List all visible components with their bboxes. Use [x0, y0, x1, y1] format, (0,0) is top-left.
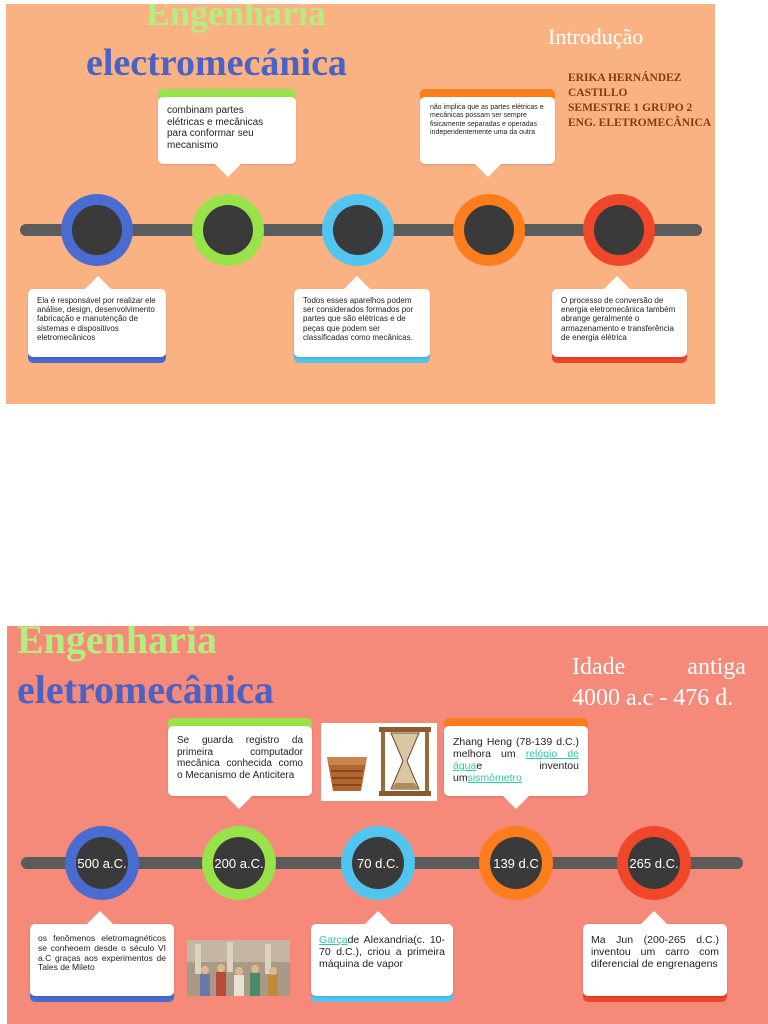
card-pointer	[604, 276, 630, 289]
slide-title-line2: electromecánica	[86, 42, 347, 84]
node-label: 500 a.C.	[76, 837, 128, 889]
period-range: 4000 a.c - 476 d.	[572, 685, 734, 711]
period-name: Idade antiga	[572, 654, 746, 680]
info-card-text: Ela é responsável por realizar ele análi…	[37, 296, 156, 342]
heron-link[interactable]: Garça	[319, 934, 348, 946]
author-name: ERIKA HERNÁNDEZ CASTILLO	[568, 72, 682, 99]
card-text: e inventou um	[453, 760, 579, 785]
info-card-bottom-2: Todos esses aparelhos podem ser consider…	[294, 289, 430, 357]
seismometer-link[interactable]: sismômetro	[467, 772, 522, 785]
timeline-node-500ac: 500 a.C.	[65, 826, 139, 900]
card-pointer	[215, 164, 241, 177]
card-pointer	[344, 276, 370, 289]
info-card-top-1: Se guarda registro da primeira computado…	[168, 726, 312, 796]
info-card-text: Ma Jun (200-265 d.C.) inventou um carro …	[591, 934, 719, 971]
info-card-top-1: combinam partes elétricas e mecânicas pa…	[158, 97, 296, 164]
card-pointer	[87, 911, 113, 924]
timeline-node-2	[192, 194, 264, 266]
timeline-node-1	[61, 194, 133, 266]
info-card-text: Garçade Alexandria(c. 10-70 d.C.), criou…	[319, 934, 445, 970]
info-card-bottom-2: Garçade Alexandria(c. 10-70 d.C.), criou…	[311, 924, 453, 996]
info-card-top-2: Zhang Heng (78-139 d.C.) melhora um reló…	[444, 726, 588, 796]
node-label: 70 d.C.	[352, 837, 404, 889]
info-card-bottom-3: Ma Jun (200-265 d.C.) inventou um carro …	[583, 924, 727, 996]
slide-introduction: Engenharia electromecánica Introdução ER…	[6, 4, 715, 404]
info-card-text: combinam partes elétricas e mecânicas pa…	[167, 105, 264, 151]
info-card-text: Se guarda registro da primeira computado…	[177, 735, 303, 781]
card-pointer	[365, 911, 391, 924]
info-card-text: Zhang Heng (78-139 d.C.) melhora um reló…	[453, 736, 579, 784]
card-text: de Alexandria(c. 10-70 d.C.), criou a pr…	[319, 934, 445, 971]
slide-title-line1: Engenharia	[17, 626, 218, 662]
timeline-node-200ac: 200 a.C.	[202, 826, 276, 900]
node-label: 265 d.C.	[628, 837, 680, 889]
timeline-node-4	[453, 194, 525, 266]
card-pointer	[85, 276, 111, 289]
info-card-text: não implica que as partes elétricas e me…	[430, 104, 544, 137]
card-pointer	[475, 164, 501, 177]
period-label: Idade antiga 4000 a.c - 476 d.	[572, 652, 768, 714]
timeline-node-3	[322, 194, 394, 266]
card-text: Zhang Heng (78-139 d.C.) melhora um	[453, 736, 579, 761]
artifacts-image	[321, 723, 437, 801]
node-label: 139 d.C	[490, 837, 542, 889]
author-class: SEMESTRE 1 GRUPO 2	[568, 102, 693, 114]
card-pointer	[503, 796, 529, 809]
info-card-text: Todos esses aparelhos podem ser consider…	[303, 296, 414, 342]
timeline-node-70dc: 70 d.C.	[341, 826, 415, 900]
card-pointer	[226, 796, 252, 809]
timeline-node-139dc: 139 d.C	[479, 826, 553, 900]
slide-title-line2: eletromecânica	[17, 667, 274, 712]
water-clock-link[interactable]: relógio de água	[453, 748, 579, 773]
slide-ancient-age: Engenharia eletromecânica Idade antiga 4…	[7, 626, 768, 1024]
info-card-text: os fenômenos eletromagnéticos se conheoe…	[38, 933, 166, 973]
info-card-bottom-1: os fenômenos eletromagnéticos se conheoe…	[30, 924, 174, 996]
author-block: ERIKA HERNÁNDEZ CASTILLO SEMESTRE 1 GRUP…	[568, 71, 715, 131]
info-card-bottom-1: Ela é responsável por realizar ele análi…	[28, 289, 166, 357]
slide-title-line1: Engenharia	[146, 4, 327, 33]
author-course: ENG. ELETROMECÂNICA	[568, 117, 712, 129]
node-label: 200 a.C.	[213, 837, 265, 889]
intro-label: Introdução	[548, 24, 644, 49]
timeline-node-5	[583, 194, 655, 266]
info-card-text: O processo de conversão de energia eletr…	[561, 296, 676, 342]
info-card-bottom-3: O processo de conversão de energia eletr…	[552, 289, 687, 357]
card-pointer	[641, 911, 667, 924]
thales-painting-image	[187, 940, 290, 996]
timeline-node-265dc: 265 d.C.	[617, 826, 691, 900]
info-card-top-2: não implica que as partes elétricas e me…	[420, 97, 555, 164]
